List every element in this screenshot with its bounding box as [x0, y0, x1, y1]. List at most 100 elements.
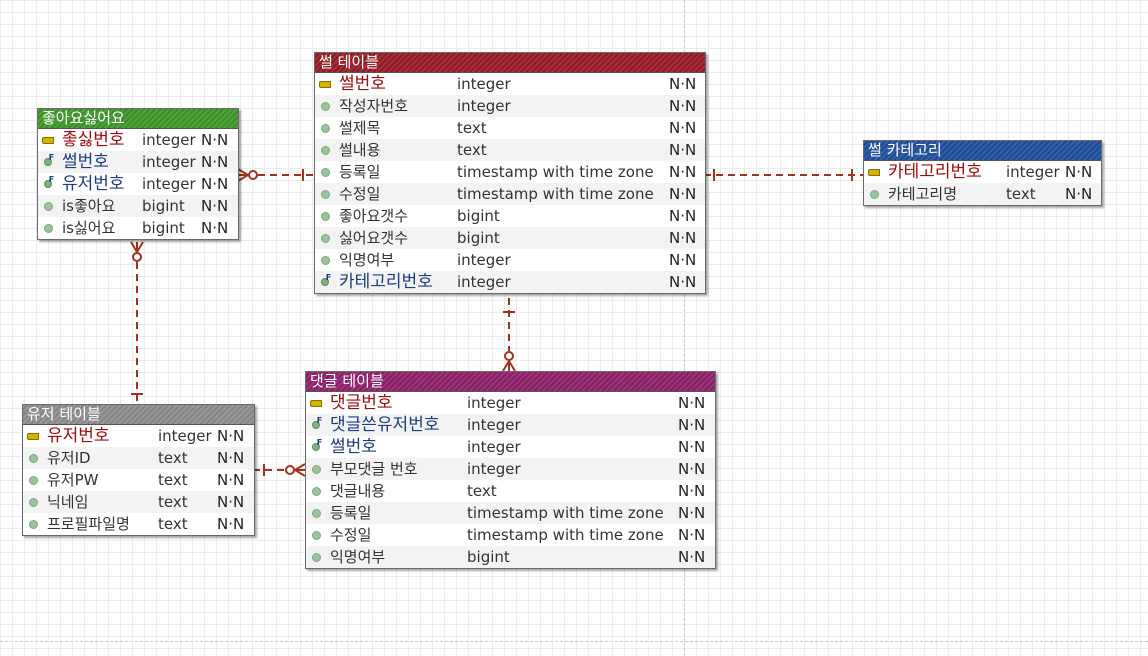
column-type: bigint — [467, 548, 510, 566]
column-icon — [310, 546, 322, 568]
entity-title[interactable]: 유저 테이블 — [23, 405, 254, 424]
column-not-null: N·N — [217, 471, 245, 489]
page-break-horizontal — [0, 641, 1148, 642]
entity-comment[interactable]: 댓글 테이블댓글번호integerN·N댓글쓴유저번호integerN·N썰번호… — [305, 371, 716, 569]
column-name: 카테고리번호 — [888, 162, 982, 182]
optional-marker — [285, 465, 295, 475]
column-row[interactable]: 카테고리명 text N·N — [864, 183, 1101, 205]
column-type: integer — [457, 97, 511, 115]
column-not-null: N·N — [669, 185, 697, 203]
column-type: integer — [457, 75, 511, 93]
column-name: 등록일 — [330, 504, 372, 522]
column-icon — [310, 502, 322, 524]
column-name: 카테고리명 — [888, 185, 958, 203]
foreign-key-icon — [42, 169, 54, 195]
column-name: is좋아요 — [62, 197, 116, 215]
column-type: text — [1006, 185, 1036, 203]
column-name: is싫어요 — [62, 219, 116, 237]
column-icon — [27, 491, 39, 513]
column-type: integer — [467, 394, 521, 412]
column-icon — [310, 524, 322, 546]
column-type: bigint — [457, 229, 500, 247]
column-type: integer — [467, 416, 521, 434]
column-type: text — [467, 482, 497, 500]
entity-title[interactable]: 썰 카테고리 — [864, 141, 1101, 160]
foreign-key-icon — [310, 432, 322, 458]
column-type: timestamp with time zone — [457, 163, 654, 181]
column-not-null: N·N — [201, 153, 229, 171]
column-icon — [310, 480, 322, 502]
entity-title[interactable]: 댓글 테이블 — [306, 372, 715, 391]
column-icon — [319, 95, 331, 117]
column-not-null: N·N — [201, 175, 229, 193]
column-not-null: N·N — [669, 207, 697, 225]
entity-title[interactable]: 좋아요싫어요 — [38, 109, 238, 128]
optional-marker — [504, 351, 514, 361]
entity-columns: 좋싫번호integerN·N썰번호integerN·N유저번호integerN·… — [38, 128, 238, 239]
column-type: integer — [467, 460, 521, 478]
column-not-null: N·N — [1065, 185, 1093, 203]
entity-title[interactable]: 썰 테이블 — [315, 53, 705, 72]
column-name: 썰번호 — [62, 152, 109, 172]
column-name: 익명여부 — [339, 251, 395, 269]
column-not-null: N·N — [217, 493, 245, 511]
column-type: text — [158, 449, 188, 467]
column-not-null: N·N — [201, 219, 229, 237]
column-name: 좋싫번호 — [62, 130, 125, 150]
column-name: 유저번호 — [47, 426, 110, 446]
column-not-null: N·N — [678, 438, 706, 456]
column-name: 수정일 — [330, 526, 372, 544]
column-not-null: N·N — [669, 251, 697, 269]
column-type: text — [457, 141, 487, 159]
column-name: 유저번호 — [62, 174, 125, 194]
page-break-vertical — [684, 0, 685, 656]
column-name: 유저PW — [47, 471, 99, 489]
entity-like[interactable]: 좋아요싫어요좋싫번호integerN·N썰번호integerN·N유저번호int… — [37, 108, 239, 240]
column-icon — [27, 513, 39, 535]
foreign-key-icon — [319, 267, 331, 293]
column-name: 썰내용 — [339, 141, 381, 159]
column-icon — [319, 205, 331, 227]
column-name: 작성자번호 — [339, 97, 409, 115]
column-name: 유저ID — [47, 449, 91, 467]
column-icon — [42, 217, 54, 239]
foreign-key-icon — [310, 410, 322, 436]
column-not-null: N·N — [678, 526, 706, 544]
column-name: 싫어요갯수 — [339, 229, 409, 247]
column-icon — [868, 183, 880, 205]
column-type: text — [457, 119, 487, 137]
